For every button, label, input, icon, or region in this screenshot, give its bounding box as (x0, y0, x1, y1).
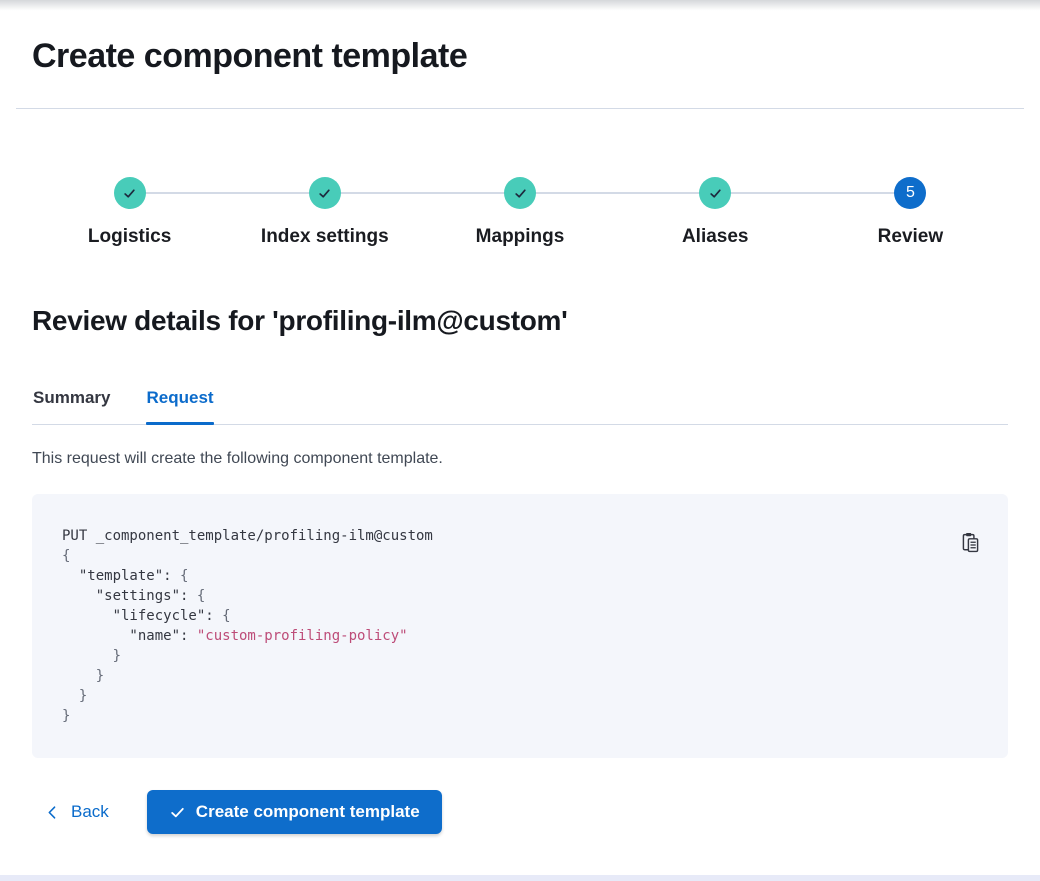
step-aliases[interactable]: Aliases (618, 177, 813, 249)
back-button-label: Back (71, 802, 109, 821)
step-label: Index settings (260, 226, 389, 247)
step-label: Review (877, 226, 944, 247)
request-code-block: PUT _component_template/profiling-ilm@cu… (32, 494, 1008, 758)
code-token-punct: { (62, 548, 71, 564)
tab-request[interactable]: Request (146, 387, 214, 425)
code-token-plain: "lifecycle": (62, 608, 223, 624)
step-complete-circle (504, 177, 536, 209)
page-title: Create component template (32, 37, 468, 75)
request-code: PUT _component_template/profiling-ilm@cu… (62, 526, 978, 726)
check-icon (708, 186, 723, 201)
create-component-template-button[interactable]: Create component template (146, 790, 442, 834)
code-token-plain: "template": (62, 568, 181, 584)
tab-summary[interactable]: Summary (33, 388, 111, 407)
code-token-punct: } (62, 648, 122, 664)
review-heading: Review details for 'profiling-ilm@custom… (32, 305, 568, 336)
code-token-plain: PUT _component_template/profiling-ilm@cu… (62, 528, 433, 544)
bottom-strip (0, 875, 1040, 881)
copy-clipboard-icon (960, 532, 981, 553)
step-label: Logistics (87, 226, 172, 247)
step-mappings[interactable]: Mappings (422, 177, 617, 249)
review-tabs: Summary Request (32, 387, 1008, 425)
step-logistics[interactable]: Logistics (32, 177, 227, 249)
copy-to-clipboard-button[interactable] (958, 530, 982, 554)
step-complete-circle (699, 177, 732, 209)
code-token-punct: } (62, 668, 105, 684)
step-complete-circle (113, 177, 146, 209)
request-description: This request will create the following c… (32, 450, 443, 467)
code-token-punct: { (196, 588, 206, 604)
step-index-settings[interactable]: Index settings (227, 177, 422, 249)
step-current-circle: 5 (894, 177, 927, 209)
check-icon (169, 804, 186, 821)
step-label: Mappings (475, 226, 565, 247)
step-label: Aliases (681, 226, 749, 247)
wizard-footer: Back Create component template (32, 790, 1008, 834)
create-component-template-page: Create component template Logistics Index… (16, 37, 1024, 834)
check-icon (513, 186, 528, 201)
code-token-punct: } (62, 688, 88, 704)
step-complete-circle (308, 177, 341, 209)
check-icon (122, 186, 137, 201)
step-number: 5 (905, 184, 915, 201)
code-token-punct: } (62, 708, 71, 724)
create-button-label: Create component template (195, 802, 420, 821)
header-divider (16, 108, 1024, 109)
chevron-left-icon (45, 805, 60, 820)
code-token-plain: "settings": (62, 588, 197, 604)
check-icon (317, 186, 332, 201)
code-token-plain: "name": (62, 628, 197, 644)
code-token-string: "custom-profiling-policy" (196, 628, 408, 644)
code-token-punct: { (222, 608, 231, 624)
back-button[interactable]: Back (45, 802, 109, 822)
code-token-punct: { (180, 568, 189, 584)
